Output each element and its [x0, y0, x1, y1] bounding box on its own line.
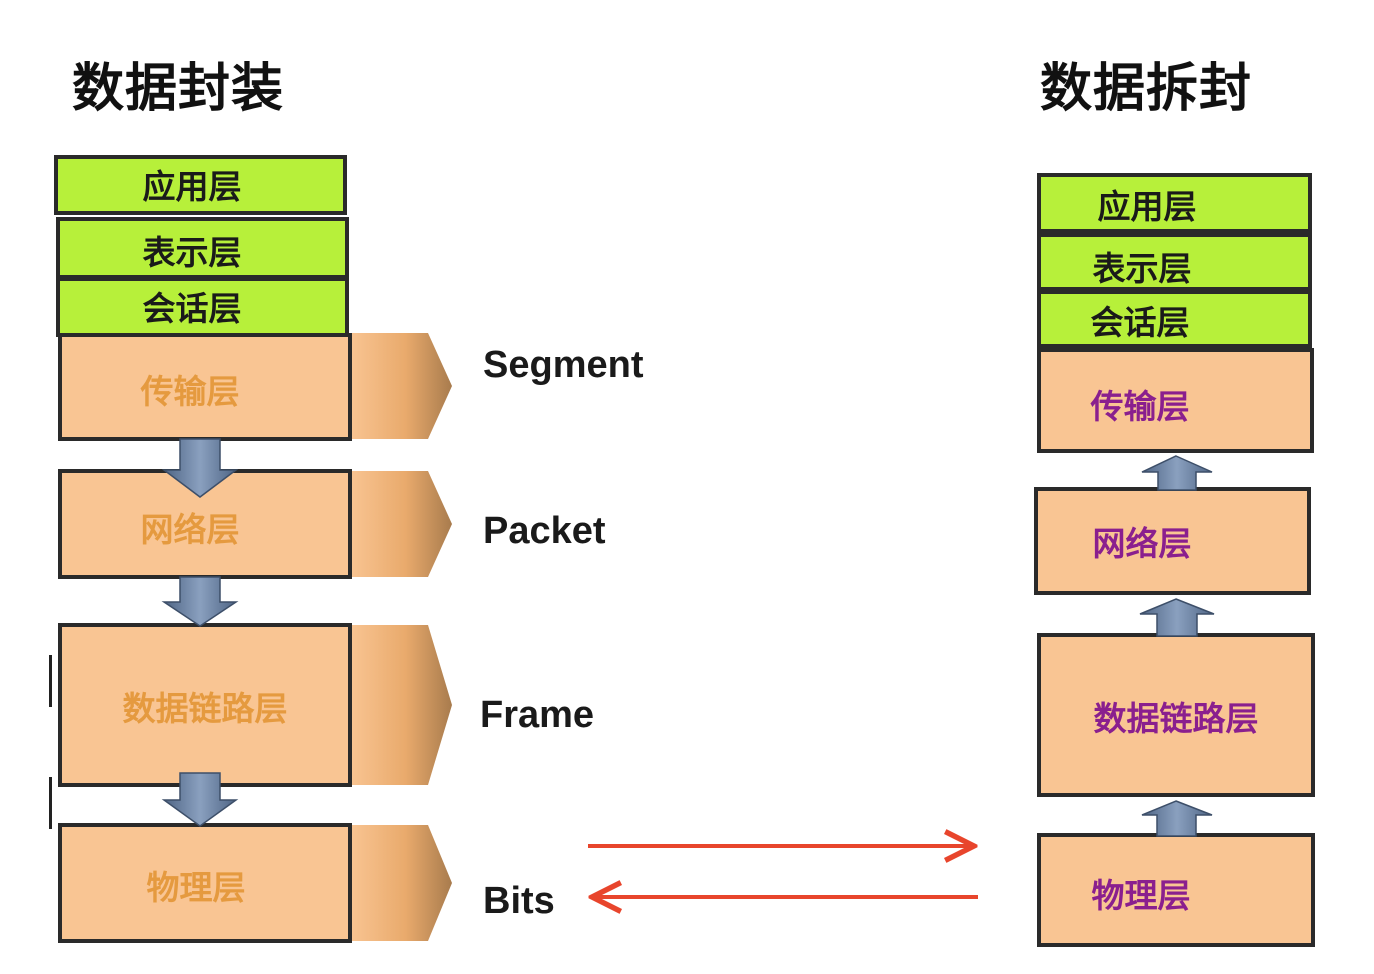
- right-presentation-label: 表示层: [1093, 249, 1192, 288]
- left-session-layer: [56, 277, 349, 337]
- decapsulation-title: 数据拆封: [1040, 59, 1253, 119]
- right-network-label: 网络层: [1093, 524, 1192, 563]
- down-arrow-icon: [161, 438, 239, 498]
- right-datalink-label: 数据链路层: [1094, 699, 1259, 738]
- down-arrow-icon: [161, 772, 239, 827]
- right-datalink-layer: [1037, 633, 1315, 797]
- left-physical-label: 物理层: [147, 868, 246, 907]
- packet-tab: [349, 471, 452, 577]
- right-physical-layer: [1037, 833, 1315, 947]
- left-datalink-layer: [58, 623, 352, 787]
- right-application-layer: [1037, 173, 1312, 233]
- frame-tab: [349, 625, 452, 785]
- segment-tab: [349, 333, 452, 439]
- right-layer-stack: 应用层 表示层 会话层 传输层 网络层 数据链路层 物理层: [1034, 173, 1315, 947]
- up-arrow-icon: [1141, 800, 1213, 837]
- frame-label: Frame: [480, 694, 594, 736]
- left-datalink-label: 数据链路层: [123, 689, 288, 728]
- bits-label: Bits: [483, 880, 555, 922]
- left-application-layer: [54, 155, 347, 215]
- right-session-layer: [1037, 290, 1312, 348]
- edge-mark: [49, 777, 52, 829]
- right-physical-label: 物理层: [1092, 876, 1191, 915]
- left-application-label: 应用层: [143, 167, 242, 206]
- right-transport-label: 传输层: [1090, 387, 1190, 426]
- packet-label: Packet: [483, 510, 606, 552]
- edge-mark: [49, 655, 52, 707]
- up-arrow-icon: [1139, 598, 1215, 637]
- segment-label: Segment: [483, 344, 644, 386]
- left-layer-stack: 应用层 表示层 会话层 传输层 网络层 数据链路层 物理层: [49, 155, 452, 943]
- left-presentation-label: 表示层: [143, 233, 242, 272]
- left-transport-label: 传输层: [140, 372, 240, 411]
- right-presentation-layer: [1037, 233, 1312, 291]
- right-transport-layer: [1037, 348, 1314, 453]
- down-arrow-icon: [161, 576, 239, 627]
- left-presentation-layer: [56, 217, 349, 279]
- bits-tab: [349, 825, 452, 941]
- encapsulation-title: 数据封装: [72, 59, 285, 119]
- right-application-label: 应用层: [1098, 187, 1197, 226]
- up-arrow-icon: [1141, 455, 1213, 491]
- left-session-label: 会话层: [143, 289, 242, 328]
- right-session-label: 会话层: [1091, 303, 1190, 342]
- left-network-label: 网络层: [141, 510, 240, 549]
- left-physical-layer: [58, 823, 352, 943]
